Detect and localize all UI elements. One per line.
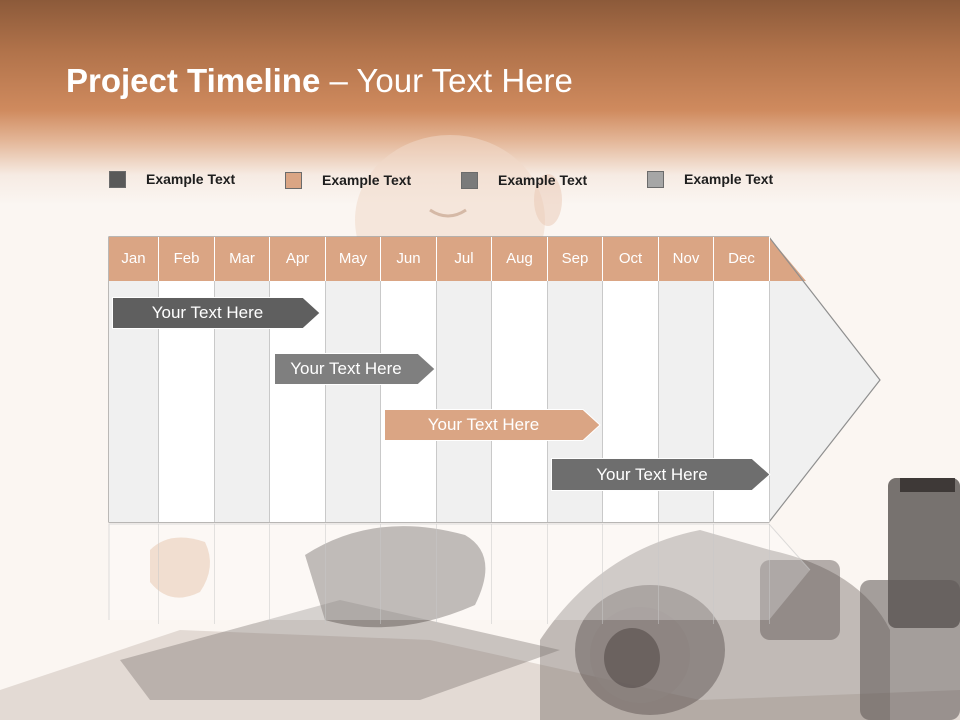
month-column — [326, 281, 381, 522]
month-header: May — [326, 237, 381, 281]
reflection-column — [603, 524, 659, 624]
task-label: Your Text Here — [596, 465, 708, 484]
task-arrow-shape — [112, 297, 321, 329]
month-header: Feb — [159, 237, 215, 281]
reflection-column — [109, 524, 159, 624]
task-label: Your Text Here — [427, 415, 540, 434]
reflection-column — [381, 524, 437, 624]
reflection-column — [270, 524, 326, 624]
legend-swatch — [647, 171, 664, 188]
task-arrow[interactable]: Your Text Here — [384, 409, 601, 441]
task-label: Your Text Here — [151, 303, 264, 322]
page-title: Project Timeline – Your Text Here — [66, 62, 573, 100]
task-label: Your Text Here — [290, 359, 402, 378]
title-rest: – Your Text Here — [320, 62, 573, 99]
title-bold: Project Timeline — [66, 62, 321, 99]
legend-swatch — [285, 172, 302, 189]
month-header: Jul — [437, 237, 492, 281]
task-arrow-shape — [551, 458, 771, 491]
month-header: Dec — [714, 237, 770, 281]
task-arrow[interactable]: Your Text Here — [112, 297, 321, 329]
reflection-column — [437, 524, 492, 624]
month-header: Jun — [381, 237, 437, 281]
legend-label: Example Text — [684, 171, 774, 187]
reflection-column — [659, 524, 714, 624]
month-column — [381, 281, 437, 522]
month-header: Sep — [548, 237, 603, 281]
reflection-column — [492, 524, 548, 624]
reflection-column — [714, 524, 770, 624]
month-header: Jan — [109, 237, 159, 281]
month-column — [492, 281, 548, 522]
month-header: Apr — [270, 237, 326, 281]
month-header: Mar — [215, 237, 270, 281]
task-arrow[interactable]: Your Text Here — [274, 353, 436, 385]
task-arrow-shape — [274, 353, 436, 385]
legend-swatch — [109, 171, 126, 188]
task-arrow[interactable]: Your Text Here — [551, 458, 771, 491]
legend-label: Example Text — [498, 172, 588, 188]
legend-label: Example Text — [146, 171, 236, 187]
reflection-column — [215, 524, 270, 624]
legend-swatch — [461, 172, 478, 189]
reflection-column — [548, 524, 603, 624]
month-header: Nov — [659, 237, 714, 281]
reflection-column — [326, 524, 381, 624]
month-column — [437, 281, 492, 522]
month-header: Aug — [492, 237, 548, 281]
legend-label: Example Text — [322, 172, 412, 188]
reflection-column — [159, 524, 215, 624]
month-header: Oct — [603, 237, 659, 281]
task-arrow-shape — [384, 409, 601, 441]
